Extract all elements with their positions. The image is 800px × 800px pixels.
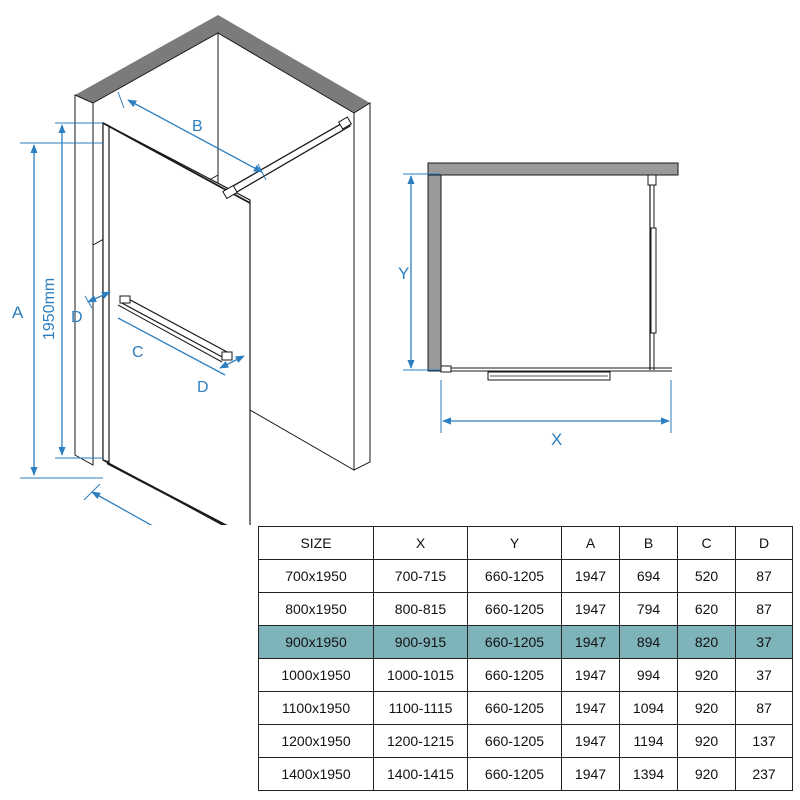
table-cell: 1394 [619,757,678,791]
col-header-size: SIZE [258,526,374,560]
table-cell: 660-1205 [467,724,562,758]
col-header-d: D [735,526,793,560]
table-cell: 1100x1950 [258,691,374,725]
table-cell: 1194 [619,724,678,758]
table-cell: 1947 [561,691,620,725]
table-cell: 87 [735,592,793,626]
label-1950mm: 1950mm [41,278,58,340]
table-cell: 660-1205 [467,757,562,791]
plan-view: Y X [398,162,679,449]
plan-wall-top [427,162,679,176]
table-cell: 694 [619,559,678,593]
table-cell: 1400-1415 [373,757,468,791]
table-cell: 900-915 [373,625,468,659]
table-header-row: SIZE X Y A B C D [258,526,793,560]
isometric-view: B A 1950mm D C D X [12,15,371,525]
plan-label-x: X [551,430,562,449]
dim-line-d1 [87,291,111,303]
label-a: A [12,303,24,322]
table-cell: 37 [735,658,793,692]
label-c: C [132,344,144,361]
table-cell: 87 [735,691,793,725]
table-cell: 1947 [561,757,620,791]
table-cell: 660-1205 [467,625,562,659]
table-cell: 1947 [561,724,620,758]
table-cell: 820 [677,625,736,659]
table-cell: 660-1205 [467,691,562,725]
col-header-a: A [561,526,620,560]
table-cell: 37 [735,625,793,659]
table-cell: 800x1950 [258,592,374,626]
dim-line-c [117,317,226,376]
table-cell: 794 [619,592,678,626]
col-header-c: C [677,526,736,560]
dim-line-d2 [219,355,245,369]
table-cell: 1200x1950 [258,724,374,758]
table-cell: 1094 [619,691,678,725]
right-wall-edge [353,102,371,471]
label-d-bottom: D [197,379,209,396]
table-cell: 700-715 [373,559,468,593]
wall-top [75,15,370,113]
table-cell: 1000-1015 [373,658,468,692]
table-cell: 1947 [561,625,620,659]
table-cell: 900x1950 [258,625,374,659]
table-cell: 920 [677,658,736,692]
dim-line-x [91,491,229,525]
table-cell: 660-1205 [467,559,562,593]
col-header-x: X [373,526,468,560]
table-cell: 237 [735,757,793,791]
table-cell: 1200-1215 [373,724,468,758]
table-cell: 1947 [561,658,620,692]
plan-label-y: Y [398,264,409,283]
table-cell: 520 [677,559,736,593]
table-cell: 894 [619,625,678,659]
table-cell: 920 [677,724,736,758]
table-cell: 1000x1950 [258,658,374,692]
table-cell: 87 [735,559,793,593]
dim-line-b [127,99,263,173]
table-cell: 620 [677,592,736,626]
table-cell: 994 [619,658,678,692]
label-b: B [192,118,203,135]
table-cell: 1100-1115 [373,691,468,725]
table-cell: 700x1950 [258,559,374,593]
left-wall [74,94,94,466]
table-cell: 920 [677,691,736,725]
label-d-top: D [71,309,83,326]
table-cell: 660-1205 [467,592,562,626]
shower-screen-diagram: B A 1950mm D C D X Y X [12,15,679,525]
table-cell: 137 [735,724,793,758]
col-header-y: Y [467,526,562,560]
table-cell: 800-815 [373,592,468,626]
table-cell: 1947 [561,559,620,593]
table-cell: 920 [677,757,736,791]
plan-wall-left [427,174,442,372]
table-cell: 1400x1950 [258,757,374,791]
table-cell: 1947 [561,592,620,626]
table-cell: 660-1205 [467,658,562,692]
col-header-b: B [619,526,678,560]
